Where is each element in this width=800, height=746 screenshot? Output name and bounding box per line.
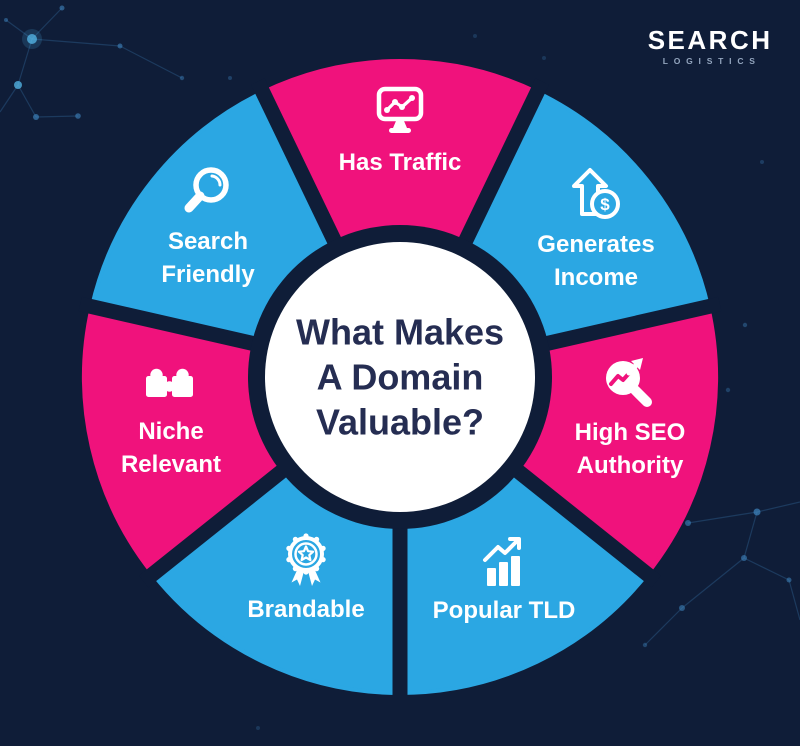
constellation-dot xyxy=(741,555,747,561)
magnifier-icon xyxy=(184,167,229,213)
constellation-dot xyxy=(117,43,123,49)
segment-label-line: Has Traffic xyxy=(338,149,462,176)
segment-label-popular-tld: Popular TLD xyxy=(433,594,576,627)
constellation-line xyxy=(35,115,79,118)
segment-divider xyxy=(515,296,722,358)
segment-label-line: Niche xyxy=(138,418,204,445)
constellation-dot xyxy=(473,34,477,38)
segment-label-line: Generates xyxy=(537,231,655,258)
svg-text:$: $ xyxy=(600,195,610,214)
constellation-dot xyxy=(679,605,685,611)
constellation-line xyxy=(17,38,33,86)
center-title-line-2: A Domain xyxy=(316,356,484,398)
constellation-line xyxy=(743,511,758,559)
constellation-line xyxy=(644,607,683,646)
constellation-line xyxy=(788,579,800,621)
segment-label-line: Popular TLD xyxy=(432,597,576,624)
segment-divider xyxy=(138,445,311,588)
segment-label-line: Income xyxy=(553,264,639,291)
segment-label-line: Friendly xyxy=(161,261,255,288)
center-title: What Makes A Domain Valuable? xyxy=(265,310,535,445)
constellation-dot xyxy=(228,76,232,80)
constellation-dot xyxy=(742,322,748,328)
award-badge-icon xyxy=(286,533,326,586)
segment-label-line: Authority xyxy=(576,452,684,479)
segment-divider xyxy=(78,296,285,358)
seo-magnifier-arrow-icon xyxy=(606,358,652,407)
segment-high-seo-authority: High SEO Authority xyxy=(525,354,735,482)
constellation-line xyxy=(31,38,121,47)
center-title-line-1: What Makes xyxy=(295,311,505,353)
constellation-line xyxy=(743,557,790,581)
constellation-dot xyxy=(786,577,792,583)
constellation-line xyxy=(681,557,745,609)
bar-chart-arrow-icon xyxy=(483,537,521,586)
constellation-line xyxy=(0,84,19,113)
segment-divider xyxy=(489,445,662,588)
constellation-dot xyxy=(33,114,39,120)
brand-logo-logistics: LOGISTICS xyxy=(662,56,761,66)
brand-logo: SEARCH LOGISTICS xyxy=(648,27,770,66)
monitor-chart-icon xyxy=(376,86,424,133)
constellation-dot xyxy=(542,56,546,60)
constellation-line xyxy=(756,501,800,513)
income-arrow-icon: $ xyxy=(572,168,620,219)
segment-label-line: Relevant xyxy=(120,451,222,478)
constellation-dot xyxy=(27,34,37,44)
segment-divider xyxy=(250,78,355,273)
segment-divider xyxy=(445,78,550,273)
constellation-dot xyxy=(14,81,22,89)
constellation-line xyxy=(119,45,183,79)
constellation-dot xyxy=(59,5,65,11)
constellation-dot xyxy=(685,520,691,526)
segment-arc-has-traffic xyxy=(260,59,540,379)
puzzle-pieces-icon xyxy=(146,368,193,397)
constellation-line xyxy=(31,7,63,40)
constellation-dot xyxy=(75,113,81,119)
constellation-dot xyxy=(642,642,648,648)
constellation-dot xyxy=(725,387,731,393)
segment-label-line: Search xyxy=(167,228,249,255)
constellation-dot xyxy=(753,508,761,516)
domain-value-wheel xyxy=(78,59,722,705)
segment-has-traffic: Has Traffic xyxy=(295,84,505,179)
constellation-dot xyxy=(179,75,185,81)
constellation-background xyxy=(0,5,800,730)
constellation-dot xyxy=(4,18,8,22)
segment-label-line: High SEO xyxy=(574,419,686,446)
constellation-line xyxy=(17,84,37,118)
segment-label-high-seo-authority: High SEO Authority xyxy=(575,416,686,482)
constellation-dot xyxy=(256,726,260,730)
segment-popular-tld: Popular TLD xyxy=(399,532,609,627)
segment-brandable: Brandable xyxy=(201,531,411,626)
center-title-line-3: Valuable? xyxy=(315,401,485,443)
brand-logo-search: SEARCH xyxy=(647,25,773,55)
segment-label-line: Brandable xyxy=(247,596,365,623)
constellation-line xyxy=(687,511,758,524)
center-circle xyxy=(265,242,535,512)
constellation-line xyxy=(5,19,33,40)
segment-label-brandable: Brandable xyxy=(247,593,364,626)
segment-label-has-traffic: Has Traffic xyxy=(339,146,462,179)
constellation-dot xyxy=(760,160,764,164)
